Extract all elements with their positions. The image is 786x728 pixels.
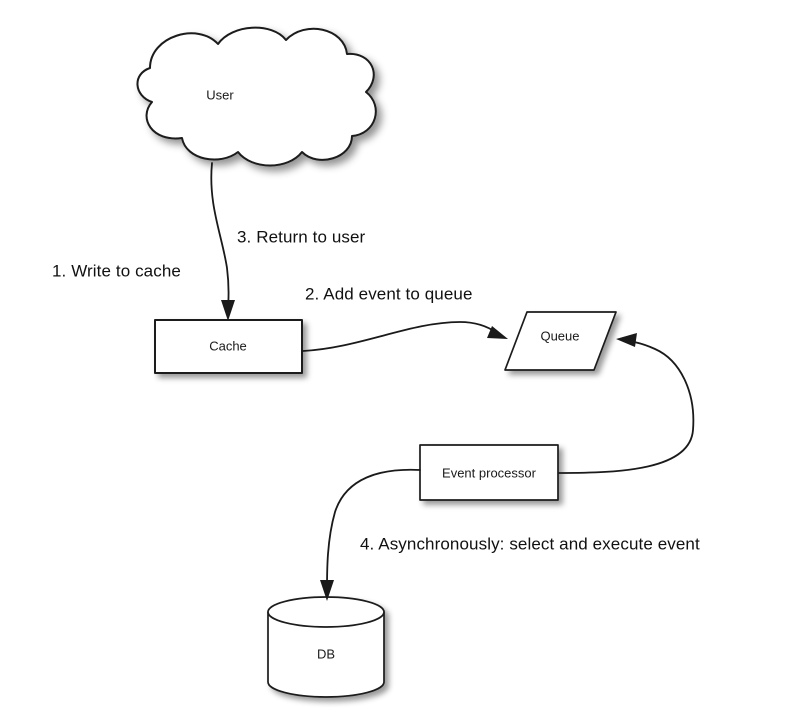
edge-processor-to-queue	[558, 333, 695, 474]
arrowhead-into-cache	[221, 300, 235, 321]
node-event-processor[interactable]: Event processor	[419, 444, 559, 501]
arrowhead-into-queue	[487, 326, 508, 339]
node-label-user: User	[206, 87, 234, 102]
node-label-cache: Cache	[209, 338, 247, 353]
node-label-event-processor: Event processor	[442, 465, 537, 480]
edge-label-step-3: 3. Return to user	[237, 227, 366, 246]
node-label-db: DB	[317, 646, 335, 661]
edge-label-step-2: 2. Add event to queue	[305, 284, 473, 303]
arrowhead-into-queue-right	[616, 333, 637, 347]
edge-processor-to-db	[320, 468, 421, 601]
node-queue[interactable]: Queue	[504, 311, 617, 371]
edge-cache-to-queue	[302, 321, 508, 352]
arrowhead-into-db	[320, 580, 334, 601]
node-db[interactable]: DB	[267, 596, 385, 698]
edge-user-to-cache	[210, 162, 235, 321]
edge-label-step-4: 4. Asynchronously: select and execute ev…	[360, 534, 700, 553]
node-cache[interactable]: Cache	[154, 319, 303, 374]
node-label-queue: Queue	[540, 328, 579, 343]
node-user[interactable]: User	[136, 26, 377, 167]
edge-label-step-1: 1. Write to cache	[52, 261, 181, 280]
